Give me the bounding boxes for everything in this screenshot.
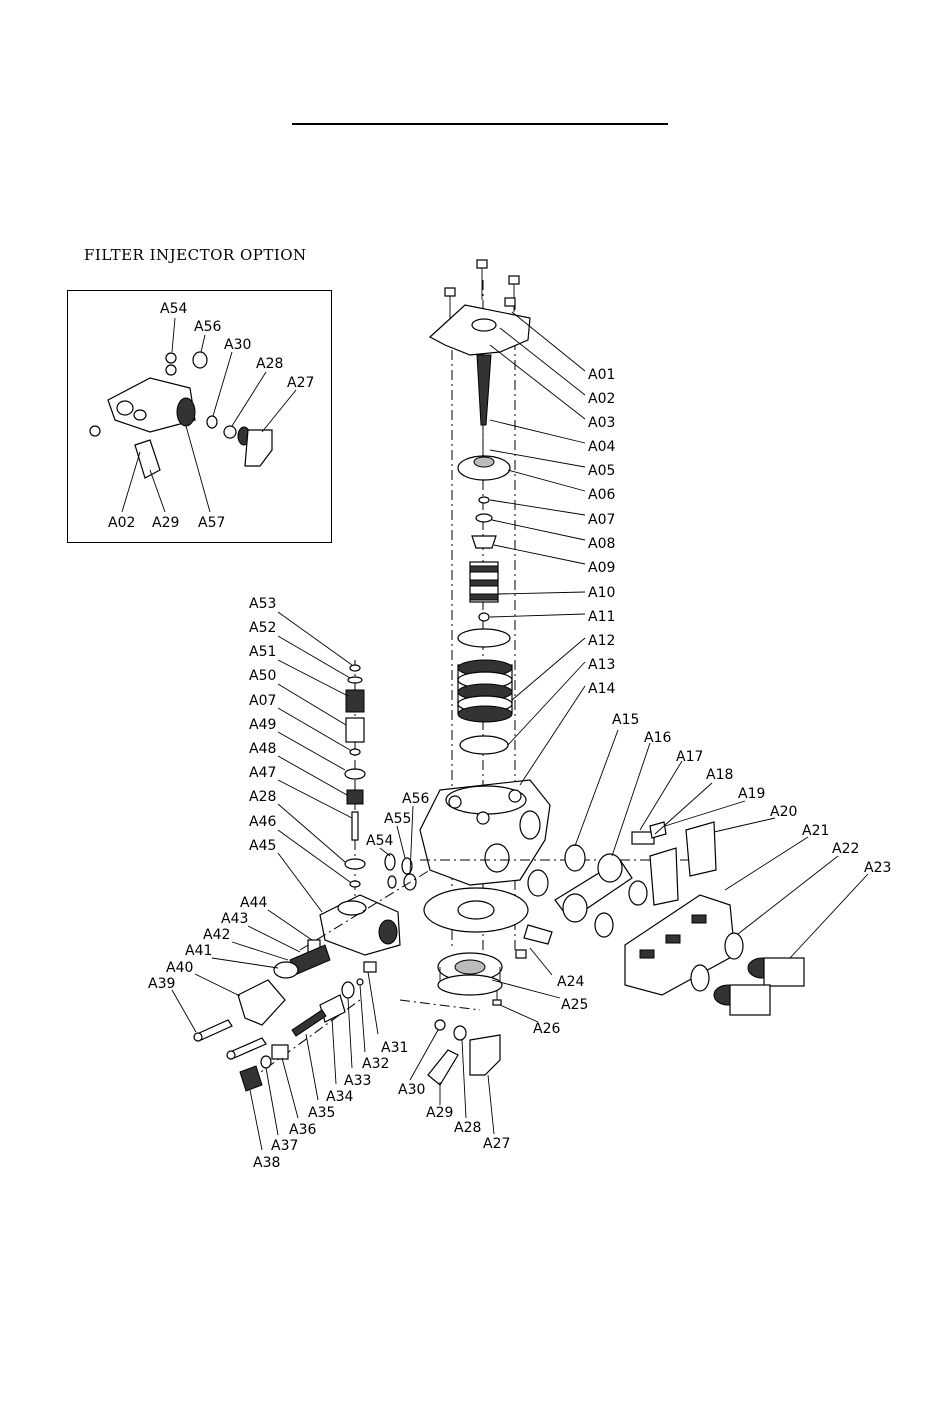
- callout: A47: [249, 765, 276, 781]
- callout: A20: [770, 804, 797, 820]
- callout: A11: [588, 609, 615, 625]
- callout: A28: [454, 1120, 481, 1136]
- callout: A31: [381, 1040, 408, 1056]
- callout: A02: [108, 515, 135, 531]
- callout: A23: [864, 860, 891, 876]
- callout: A07: [249, 693, 276, 709]
- callout: A04: [588, 439, 615, 455]
- callout: A42: [203, 927, 230, 943]
- callout: A34: [326, 1089, 353, 1105]
- elbow-fitting: [470, 1035, 500, 1075]
- callout: A12: [588, 633, 615, 649]
- callout: A40: [166, 960, 193, 976]
- callout: A15: [612, 712, 639, 728]
- callout: A06: [588, 487, 615, 503]
- callout: A29: [152, 515, 179, 531]
- callout: A33: [344, 1073, 371, 1089]
- callout: A13: [588, 657, 615, 673]
- callout: A39: [148, 976, 175, 992]
- callout: A01: [588, 367, 615, 383]
- callout: A21: [802, 823, 829, 839]
- callout: A22: [832, 841, 859, 857]
- callout: A18: [706, 767, 733, 783]
- callouts-bottom-chain: A31 A32 A33 A34 A35 A36 A37 A38: [253, 1040, 408, 1171]
- callout: A27: [287, 375, 314, 391]
- callout: A28: [249, 789, 276, 805]
- callout: A24: [557, 974, 584, 990]
- callout: A32: [362, 1056, 389, 1072]
- threaded-fittings: [714, 958, 804, 1015]
- callout: A07: [588, 512, 615, 528]
- callout: A57: [198, 515, 225, 531]
- callout: A19: [738, 786, 765, 802]
- callout: A26: [533, 1021, 560, 1037]
- callout: A27: [483, 1136, 510, 1152]
- callout: A09: [588, 560, 615, 576]
- callouts-bottom-left: A44 A43 A42 A41 A40 A39: [148, 895, 267, 992]
- callout: A37: [271, 1138, 298, 1154]
- piston-rod: [477, 355, 491, 425]
- callout: A44: [240, 895, 267, 911]
- callout: A54: [366, 833, 393, 849]
- callout: A35: [308, 1105, 335, 1121]
- callouts-diagonal: A15 A16 A17 A18 A19 A20 A21 A22 A23: [612, 712, 891, 876]
- callout: A54: [160, 301, 187, 317]
- callout: A56: [402, 791, 429, 807]
- piston: [470, 562, 498, 602]
- injector-housing: [238, 980, 285, 1025]
- main-valve-stack: [420, 260, 550, 1005]
- callout: A30: [224, 337, 251, 353]
- leader-lines: [122, 312, 868, 1150]
- seal-stack: [458, 660, 512, 722]
- bypass-valve: [625, 895, 735, 995]
- callout: A03: [588, 415, 615, 431]
- callout: A52: [249, 620, 276, 636]
- callouts-right: A01 A02 A03 A04 A05 A06 A07 A08 A09 A10 …: [588, 367, 615, 697]
- callout: A10: [588, 585, 615, 601]
- callout: A55: [384, 811, 411, 827]
- callout: A08: [588, 536, 615, 552]
- callout: A29: [426, 1105, 453, 1121]
- callout: A49: [249, 717, 276, 733]
- callout: A16: [644, 730, 671, 746]
- callouts-left: A53 A52 A51 A50 A07 A49 A48 A47 A28 A46 …: [249, 596, 276, 854]
- callout: A28: [256, 356, 283, 372]
- callout: A45: [249, 838, 276, 854]
- callout: A17: [676, 749, 703, 765]
- callout: A43: [221, 911, 248, 927]
- callout: A48: [249, 741, 276, 757]
- callouts-middle: A56 A55 A54: [366, 791, 429, 849]
- callout: A14: [588, 681, 615, 697]
- callout: A41: [185, 943, 212, 959]
- callout: A38: [253, 1155, 280, 1171]
- inset-drawing: [90, 352, 272, 478]
- callout: A25: [561, 997, 588, 1013]
- callout: A30: [398, 1082, 425, 1098]
- callout: A46: [249, 814, 276, 830]
- callout: A53: [249, 596, 276, 612]
- callout: A05: [588, 463, 615, 479]
- callout: A02: [588, 391, 615, 407]
- callout: A56: [194, 319, 221, 335]
- callout: A36: [289, 1122, 316, 1138]
- callout: A51: [249, 644, 276, 660]
- callout: A50: [249, 668, 276, 684]
